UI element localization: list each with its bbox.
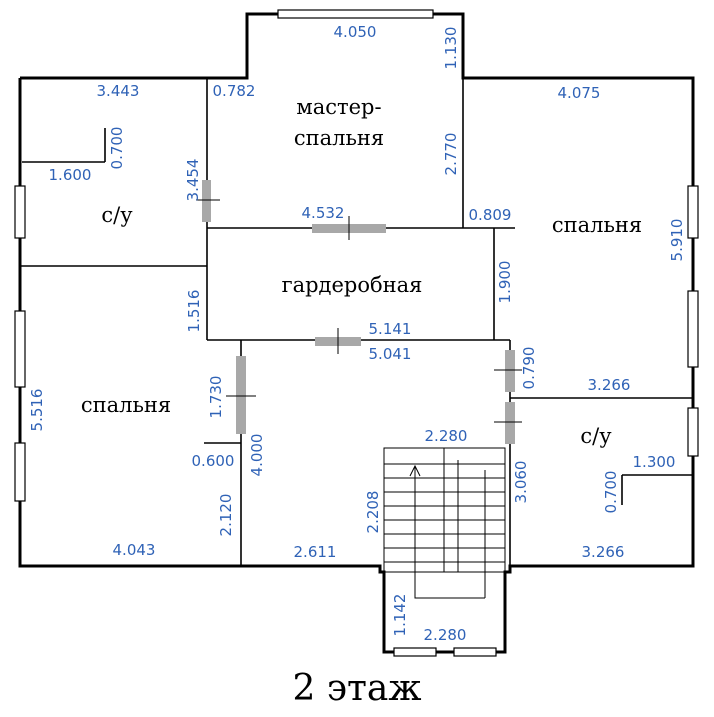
dim-right-bedroom-step: 0.809: [469, 206, 512, 224]
dim-right-bottom-width: 3.266: [582, 543, 625, 561]
window-bedroom-left-1: [14, 310, 26, 388]
stair-arrow-icon: [409, 464, 421, 477]
dim-master-right-height: 2.770: [442, 133, 460, 176]
dim-hall-lower-left: 2.120: [217, 494, 235, 537]
dim-master-top-width: 4.050: [334, 23, 377, 41]
dim-wardrobe-height-right: 1.900: [496, 261, 514, 304]
staircase: [383, 447, 506, 599]
door-master-bath: [202, 180, 211, 222]
dim-bath-right-width: 3.266: [588, 376, 631, 394]
room-label-wardrobe: гардеробная: [282, 273, 423, 297]
dim-hall-left-segment: 1.730: [207, 376, 225, 419]
dim-master-left-offset: 0.782: [213, 82, 256, 100]
dim-bay-height: 1.142: [391, 594, 409, 637]
room-labels: мастер- спальня с/у спальня гардеробная …: [81, 95, 642, 448]
dim-master-top-height: 1.130: [442, 27, 460, 70]
dim-master-bottom-width: 4.532: [302, 204, 345, 222]
dim-master-left-height: 3.454: [184, 159, 202, 202]
dim-right-bedroom-height: 5.910: [668, 219, 686, 262]
stair-run-line: [414, 466, 485, 599]
room-label-master-bedroom-line1: мастер-: [296, 95, 381, 119]
dim-hall-top-width: 5.041: [369, 345, 412, 363]
window-bedroom-left-2: [14, 442, 26, 502]
dim-bath-left-partition-height: 0.700: [108, 127, 126, 170]
windows: [14, 9, 699, 657]
dim-hall-right-segment: 0.790: [520, 347, 538, 390]
window-bedroom-right-2: [687, 290, 699, 368]
room-label-bedroom-right: спальня: [552, 213, 642, 237]
dim-hall-left-height: 4.000: [248, 434, 266, 477]
dim-left-bedroom-height: 5.516: [28, 389, 46, 432]
dim-bath-left-width: 3.443: [97, 82, 140, 100]
floor-title: 2 этаж: [292, 668, 421, 709]
window-bay-2: [453, 647, 497, 657]
dim-bath-right-partition-width: 1.300: [633, 453, 676, 471]
dim-bath-left-partition-width: 1.600: [49, 166, 92, 184]
dim-stair-width-top: 2.280: [425, 427, 468, 445]
dim-wardrobe-height-left: 1.516: [185, 290, 203, 333]
door-right-bedroom: [505, 350, 515, 392]
window-bedroom-right-1: [687, 185, 699, 239]
window-master-top: [277, 9, 434, 19]
door-right-bath: [505, 402, 515, 444]
dim-wardrobe-bottom-width: 5.141: [369, 320, 412, 338]
room-label-master-bedroom-line2: спальня: [294, 126, 384, 150]
dim-stair-right-height: 3.060: [512, 461, 530, 504]
window-bay-1: [393, 647, 437, 657]
dim-bath-right-partition-height: 0.700: [602, 471, 620, 514]
window-bath-right: [687, 407, 699, 457]
room-label-bedroom-left: спальня: [81, 393, 171, 417]
room-label-bathroom-left: с/у: [101, 203, 133, 227]
dim-bay-width: 2.280: [424, 626, 467, 644]
window-bath-left: [14, 185, 26, 239]
doors: [196, 180, 522, 444]
dimension-labels: 4.050 1.130 3.443 0.782 4.075 0.700 1.60…: [28, 23, 686, 644]
dim-hall-bottom-width: 2.611: [294, 543, 337, 561]
dim-stair-left-height: 2.208: [364, 491, 382, 534]
room-label-bathroom-right: с/у: [580, 424, 612, 448]
dim-right-bedroom-width: 4.075: [558, 84, 601, 102]
dim-hall-left-partition-width: 0.600: [192, 452, 235, 470]
door-left-bedroom: [236, 356, 246, 434]
dim-left-bedroom-width: 4.043: [113, 541, 156, 559]
